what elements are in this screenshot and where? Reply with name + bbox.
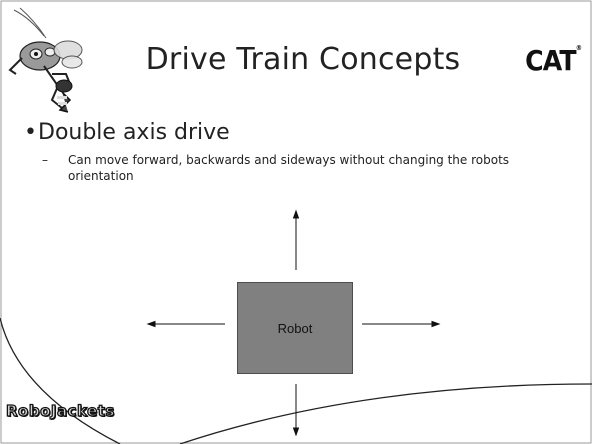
dash-icon: – xyxy=(42,153,48,167)
robot-label: Robot xyxy=(277,320,313,336)
left-swoosh-curve xyxy=(0,317,121,444)
arrow-right-head xyxy=(431,320,441,328)
yellow-jacket-mascot-icon xyxy=(8,7,83,113)
arrow-backward-head xyxy=(292,427,300,437)
arrow-forward-head xyxy=(292,209,300,219)
cat-logo-registered-mark: ® xyxy=(575,44,582,52)
arrow-left-head xyxy=(146,320,156,328)
sub-bullet-item: – Can move forward, backwards and sidewa… xyxy=(42,152,558,184)
robojackets-logo: RoboJackets xyxy=(5,401,115,420)
sub-bullet-text: Can move forward, backwards and sideways… xyxy=(68,153,510,183)
bullet-dot-icon: • xyxy=(24,120,37,145)
cat-logo: CAT® xyxy=(525,44,582,77)
bullet-text: Double axis drive xyxy=(38,120,230,145)
direction-arrows xyxy=(146,209,441,437)
slide-title: Drive Train Concepts xyxy=(145,42,461,77)
robot-box: Robot xyxy=(237,282,353,374)
bottom-swoosh-curve xyxy=(179,383,592,444)
bullet-item: •Double axis drive xyxy=(24,120,230,145)
cat-logo-text: CAT xyxy=(525,44,576,77)
